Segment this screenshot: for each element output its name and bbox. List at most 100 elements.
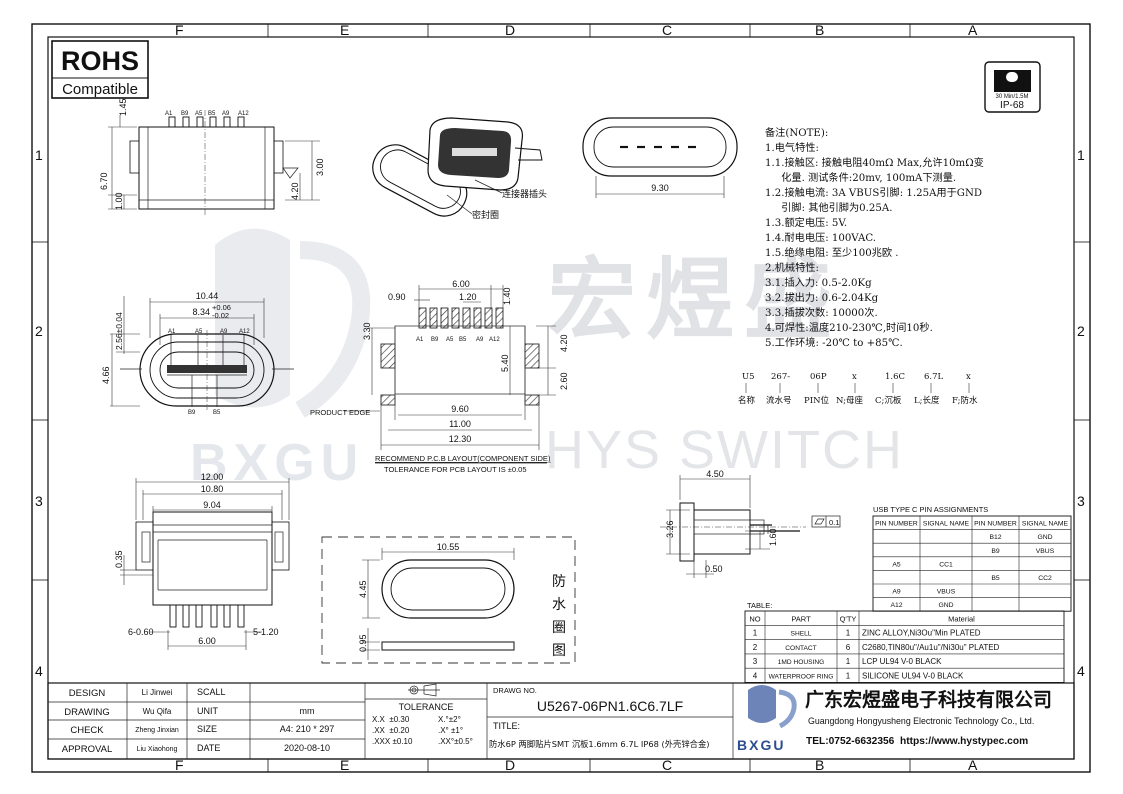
pin-table-cell: VBUS: [937, 589, 956, 596]
bom-cell: SILICONE UL94 V-0 BLACK: [862, 672, 964, 681]
bom-cell: WATERPROOF RING: [769, 674, 834, 681]
meaning-f: F;防水: [952, 395, 978, 406]
zone-labels: F E D C B A F E D C B A 1 2 3 4 1 2 3 4: [35, 22, 1085, 773]
meaning-n: N;母座: [836, 395, 863, 406]
pcb-pin-A1: A1: [416, 337, 424, 343]
dim-4-20: 4.20: [290, 182, 300, 200]
front-pin-B9: B9: [188, 410, 196, 416]
bom-cell: 6: [846, 643, 851, 652]
end-view: 9.30: [582, 117, 738, 198]
side-dim-0-50: 0.50: [705, 564, 723, 574]
bom-cell: 4: [753, 672, 758, 681]
pcb-dim-3-30: 3.30: [362, 322, 372, 340]
front-view: 10.44 8.34 +0.06 -0.02 2.56±0.04 4.66 A1…: [101, 291, 294, 416]
bv-dim-6-060: 6-0.60: [128, 627, 154, 637]
dim-6-70: 6.70: [99, 172, 109, 190]
front-pin-A12: A12: [239, 329, 250, 335]
note-line-4: 1.2.接触电流: 3A VBUS引脚: 1.25A用于GND: [765, 186, 982, 199]
label-connector-plug: 连接器插头: [502, 188, 547, 200]
pcb-layout-tolerance: TOLERANCE FOR PCB LAYOUT IS ±0.05: [384, 465, 527, 474]
bom-cell: LCP UL94 V-0 BLACK: [862, 657, 942, 666]
bom-cell: C2680,TIN80u"/Au1u"/Ni30u" PLATED: [862, 643, 1000, 652]
label-seal-ring: 密封圈: [472, 209, 499, 221]
watermark-en: HYS SWITCH: [545, 420, 904, 480]
pcb-pin-A9: A9: [476, 337, 484, 343]
rohs-badge: ROHS Compatible: [51, 40, 149, 99]
seal-view: 10.55 4.45 0.95 防 水 圈 图: [321, 536, 576, 664]
drawing-no: U5267-06PN1.6C6.7LF: [537, 698, 683, 714]
pin-table-header: SIGNAL NAME: [1022, 521, 1069, 528]
seal-dim-4-45: 4.45: [358, 580, 368, 598]
top-pin-A12: A12: [238, 111, 249, 117]
zone-col-top-3: D: [505, 22, 515, 38]
pin-table-cell: CC2: [1038, 575, 1052, 582]
bv-dim-6-00: 6.00: [198, 636, 216, 646]
bom-title: TABLE:: [747, 601, 772, 610]
projection-symbol-icon: [408, 683, 440, 697]
tb-value-date: 2020-08-10: [284, 743, 330, 753]
pcb-pin-B9: B9: [431, 337, 439, 343]
bv-dim-9-04: 9.04: [203, 500, 221, 510]
code-serial: 267-: [771, 372, 790, 382]
bom-cell: 3: [753, 657, 758, 666]
top-pin-A9: A9: [222, 111, 230, 117]
zone-col-bot-2: E: [340, 757, 349, 773]
bom-cell: 2: [753, 643, 758, 652]
zone-col-bot-3: D: [505, 757, 515, 773]
front-pin-A9: A9: [220, 329, 228, 335]
bom-cell: 1: [846, 657, 851, 666]
bom-cell: 1: [846, 629, 851, 638]
dim-8-34-tol-dn: -0.02: [212, 311, 229, 320]
tb-value-size: A4: 210 * 297: [280, 724, 335, 734]
tol-right-2: .X° ±1°: [438, 726, 463, 735]
rohs-title: ROHS: [61, 46, 139, 76]
pin-table-cell: B5: [991, 575, 1000, 582]
pin-table-cell: B9: [991, 548, 1000, 555]
pcb-dim-1-40: 1.40: [502, 287, 512, 305]
tb-field-size: SIZE: [197, 724, 217, 734]
note-line-3: 化量. 测试条件:20mv, 100mA下测量.: [765, 171, 956, 184]
bom-header: Material: [948, 614, 975, 623]
bom-header: PART: [791, 614, 811, 623]
bom-header: Q'TY: [840, 614, 857, 623]
bottom-view: 12.00 10.80 9.04 0.35 6-0.60 5-1.20 6.00: [114, 472, 290, 650]
tb-field-scall: SCALL: [197, 687, 226, 697]
zone-col-top-5: B: [815, 22, 824, 38]
company-logo-icon: [748, 685, 797, 729]
bv-dim-12-00: 12.00: [201, 472, 224, 482]
zone-col-bot-1: F: [175, 757, 184, 773]
dim-2-56: 2.56±0.04: [114, 312, 124, 350]
tol-right-1: X.°±2°: [438, 715, 461, 724]
pcb-dim-0-90: 0.90: [388, 292, 406, 302]
notes: 备注(NOTE): 1.电气特性: 1.1.接触区: 接触电阻40mΩ Max,…: [765, 126, 984, 349]
pin-table-cell: B12: [989, 534, 1001, 541]
tol-right-3: .XX°±0.5°: [438, 737, 473, 746]
note-line-10: 3.1.插入力: 0.5-2.0Kg: [765, 276, 872, 289]
tol-left-1: X.X ±0.30: [372, 715, 410, 724]
title-block: DESIGN DRAWING CHECK APPROVAL Li Jinwei …: [47, 682, 1075, 760]
drawing-no-label: DRAWG NO.: [493, 686, 537, 695]
zone-col-bot-4: C: [662, 757, 672, 773]
pcb-dim-5-40: 5.40: [500, 354, 510, 372]
company-contact: TEL:0752-6632356 https://www.hystypec.co…: [806, 736, 1028, 747]
note-line-8: 1.5.绝缘电阻: 至少100兆欧 .: [765, 246, 899, 259]
note-line-13: 4.可焊性:温度210-230℃,时间10秒.: [765, 321, 933, 334]
notes-heading: 备注(NOTE):: [765, 126, 828, 139]
side-dim-4-50: 4.50: [706, 469, 724, 479]
tb-label-approval: APPROVAL: [62, 744, 113, 755]
title-label: TITLE:: [493, 721, 520, 731]
tb-label-check: CHECK: [70, 725, 104, 736]
seal-label-1: 防: [552, 574, 566, 590]
pcb-dim-2-60: 2.60: [559, 372, 569, 390]
tb-name-design: Li Jinwei: [142, 688, 173, 697]
bom-header: NO: [749, 614, 760, 623]
tb-label-drawing: DRAWING: [64, 707, 110, 718]
meaning-c: C;沉板: [875, 395, 902, 406]
company-logo-text: BXGU: [737, 737, 785, 753]
flatness-icon: [814, 518, 825, 525]
note-line-9: 2.机械特性:: [765, 261, 819, 274]
zone-row-right-3: 3: [1077, 493, 1085, 509]
code-pin: 06P: [810, 372, 827, 382]
pcb-dim-4-20: 4.20: [559, 334, 569, 352]
